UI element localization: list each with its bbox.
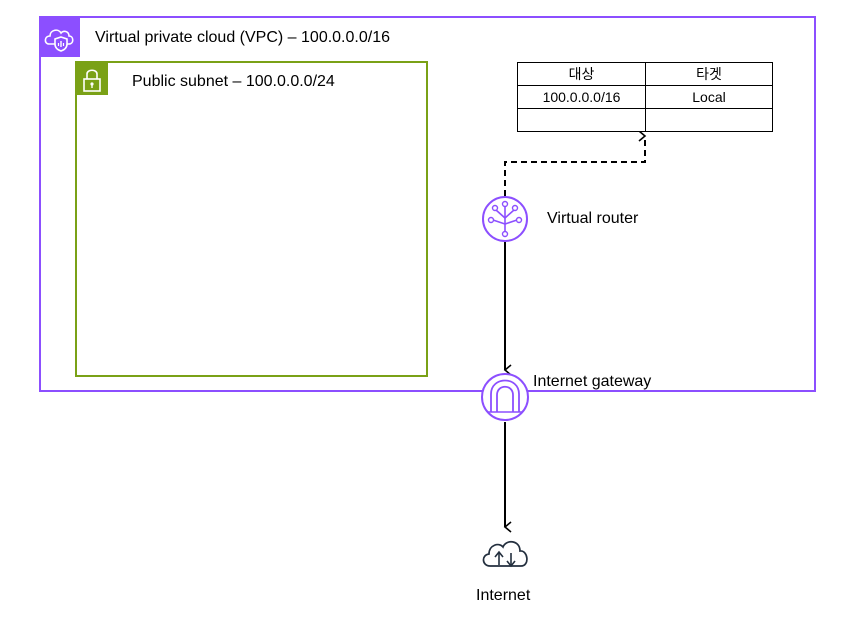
gateway-label: Internet gateway xyxy=(533,373,652,390)
route-table-row xyxy=(517,108,773,132)
route-destination-cell xyxy=(517,108,646,132)
route-table-header-target: 타겟 xyxy=(645,62,773,86)
route-table-row: 100.0.0.0/16 Local xyxy=(517,85,773,109)
route-table-header-row: 대상 타겟 xyxy=(517,62,773,86)
internet-gateway-icon xyxy=(481,373,529,421)
vpc-cloud-shield-icon xyxy=(40,17,80,57)
router-label: Virtual router xyxy=(547,210,639,227)
route-destination-cell: 100.0.0.0/16 xyxy=(517,85,646,109)
lock-icon xyxy=(76,62,108,95)
route-table: 대상 타겟 100.0.0.0/16 Local xyxy=(517,62,773,132)
vpc-boundary xyxy=(39,16,816,392)
subnet-boundary xyxy=(75,61,428,377)
internet-cloud-icon xyxy=(482,540,528,568)
vpc-label: Virtual private cloud (VPC) – 100.0.0.0/… xyxy=(95,29,390,46)
route-target-cell: Local xyxy=(645,85,773,109)
subnet-label: Public subnet – 100.0.0.0/24 xyxy=(132,73,335,90)
internet-label: Internet xyxy=(476,587,531,604)
route-target-cell xyxy=(645,108,773,132)
router-to-route-table-connector xyxy=(504,130,647,196)
virtual-router-icon xyxy=(482,196,528,242)
route-table-header-destination: 대상 xyxy=(517,62,646,86)
